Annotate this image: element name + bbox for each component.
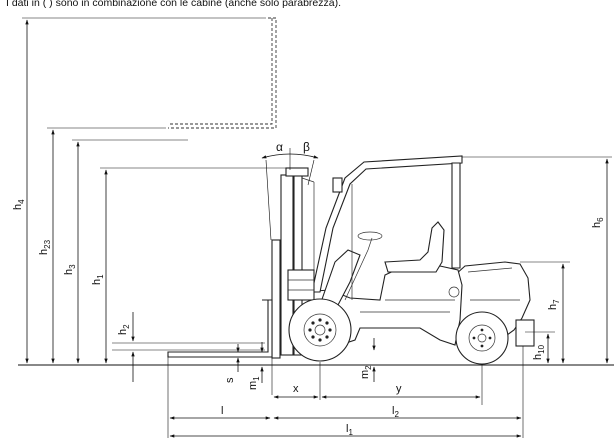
beta-label: β [303,140,310,154]
tilt-angle-indicator [261,148,319,170]
x-label: x [293,383,299,395]
h6-label: h6 [591,217,605,228]
y-label: y [396,383,402,395]
vertical-dimension-arrows [25,19,609,383]
m2-label: m2 [359,365,373,379]
h2-label: h2 [117,324,131,335]
h7-label: h7 [547,299,561,310]
h10-label: h10 [532,344,546,360]
h1-label: h1 [91,274,105,285]
extended-mast-outline [168,17,277,129]
m1-label: m1 [247,376,261,390]
caption-text: I dati in ( ) sono in combinazione con l… [6,0,342,9]
horizontal-dimension-arrows [169,395,522,438]
extension-lines [22,17,612,438]
h23-label: h23 [38,239,52,255]
l2-label: l2 [392,405,399,419]
l-label: l [221,405,223,417]
h3-label: h3 [63,264,77,275]
alpha-label: α [276,140,283,154]
l1-label: l1 [346,423,353,437]
s-label: s [224,377,236,383]
forklift-drawing [167,155,535,365]
h4-label: h4 [12,199,26,210]
